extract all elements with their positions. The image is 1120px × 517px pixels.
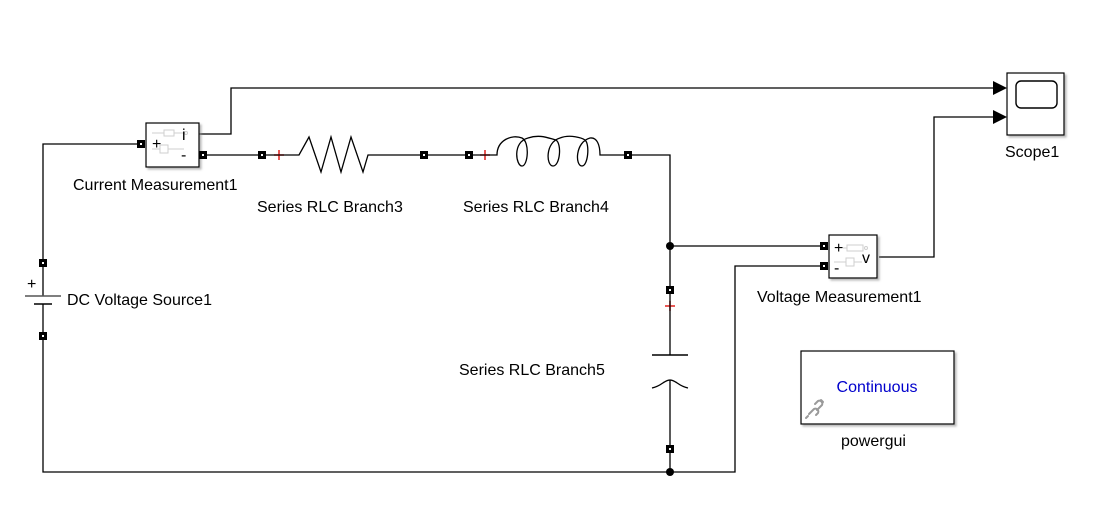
library-link-icon xyxy=(805,399,824,419)
voltage-measurement-block[interactable]: + - v xyxy=(820,234,878,279)
scope-input-arrow-1 xyxy=(993,81,1007,95)
powergui-label: powergui xyxy=(841,433,906,450)
dc-voltage-source-label: DC Voltage Source1 xyxy=(67,292,212,309)
resistor-icon xyxy=(266,134,420,175)
scope-block[interactable] xyxy=(1006,72,1065,136)
rlc-branch4-block[interactable] xyxy=(465,135,632,167)
voltage-meas-minus: - xyxy=(834,260,839,277)
wire-i-to-scope[interactable] xyxy=(199,87,995,135)
inductor-icon xyxy=(473,135,624,167)
junction-top xyxy=(666,242,674,250)
current-meas-minus: - xyxy=(181,147,186,164)
dc-source-plus: + xyxy=(27,276,36,293)
powergui-mode: Continuous xyxy=(837,379,918,396)
ammeter-glyph-icon xyxy=(152,129,188,154)
scope-screen-icon xyxy=(1015,80,1058,109)
voltage-measurement-label: Voltage Measurement1 xyxy=(757,289,922,306)
wire-rlc4-to-node[interactable] xyxy=(628,154,671,290)
dc-voltage-source-block[interactable]: + xyxy=(25,259,61,340)
rlc-branch4-label: Series RLC Branch4 xyxy=(463,199,609,216)
wire-v-to-scope[interactable] xyxy=(879,116,995,258)
current-measurement-label: Current Measurement1 xyxy=(73,177,238,194)
scope-label: Scope1 xyxy=(1005,144,1059,161)
rlc-branch5-block[interactable] xyxy=(651,286,689,453)
rlc-branch5-label: Series RLC Branch5 xyxy=(459,362,605,379)
powergui-block[interactable]: Continuous xyxy=(800,350,955,425)
rlc-branch3-label: Series RLC Branch3 xyxy=(257,199,403,216)
voltage-meas-output-label: v xyxy=(862,250,870,267)
current-meas-plus: + xyxy=(152,136,161,153)
voltage-meas-plus: + xyxy=(834,240,843,257)
rlc-branch3-block[interactable] xyxy=(258,134,428,175)
current-meas-output-label: i xyxy=(182,127,186,144)
junction-bottom xyxy=(666,468,674,476)
voltmeter-glyph-icon xyxy=(834,244,868,267)
wire-source-to-current-meas[interactable] xyxy=(42,143,141,259)
current-measurement-block[interactable]: + i - xyxy=(137,122,207,168)
scope-input-arrow-2 xyxy=(993,110,1007,124)
wire-bottom-rail[interactable] xyxy=(42,265,824,473)
